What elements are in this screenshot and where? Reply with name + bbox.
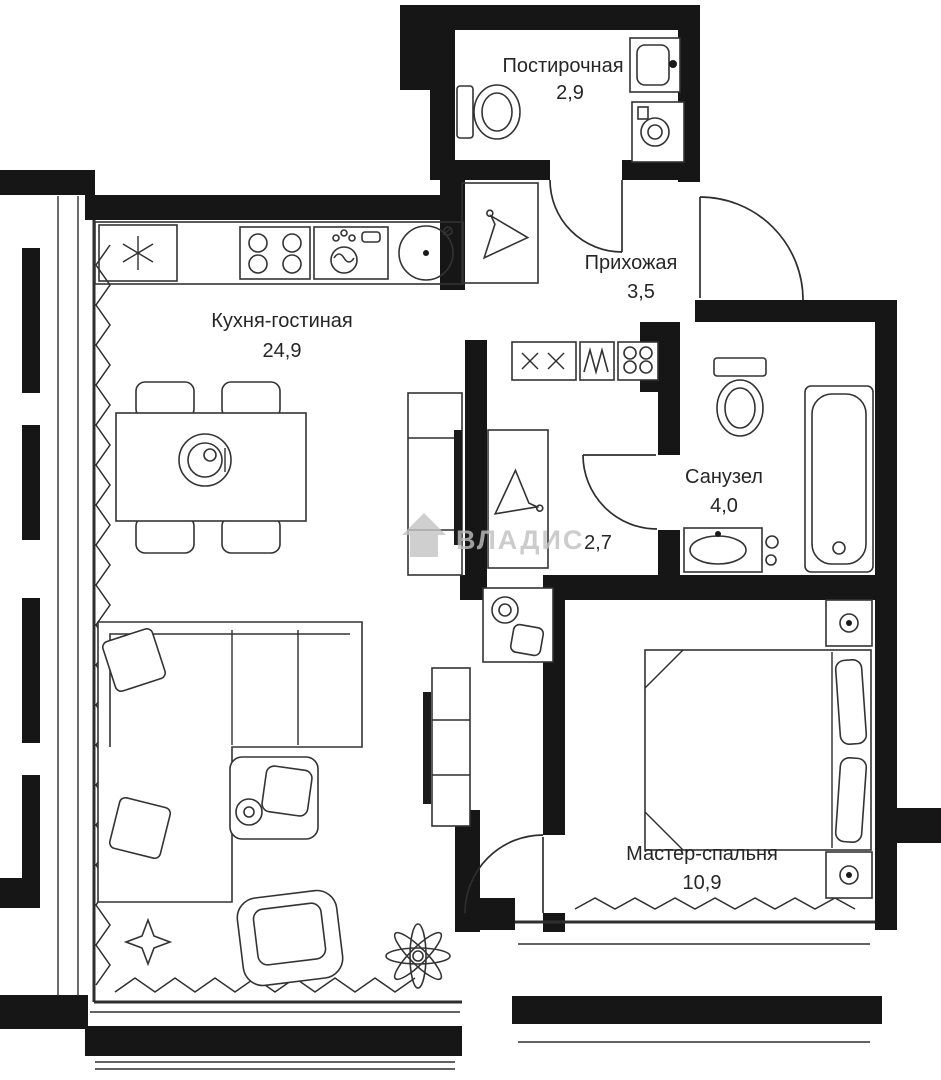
watermark: ВЛАДИС <box>402 513 584 557</box>
fridge-icon <box>98 224 178 282</box>
laundry-room <box>456 37 685 163</box>
corridor-wardrobe <box>487 429 549 569</box>
bathroom-door <box>582 454 658 530</box>
room-area-kitchen-living: 24,9 <box>263 340 302 362</box>
dining-table <box>115 381 307 554</box>
balcony-left <box>57 196 79 996</box>
coffee-table <box>229 756 319 840</box>
pillow <box>108 796 172 860</box>
laundry-door <box>549 179 623 253</box>
toilet-icon <box>713 357 767 437</box>
shoe-cabinet <box>511 341 659 381</box>
tv-screen <box>454 430 462 545</box>
room-label-hallway: Прихожая <box>585 252 678 274</box>
laundry-sink-icon <box>629 37 681 93</box>
washbasin-icon <box>683 527 779 573</box>
plant-icon <box>385 923 451 989</box>
room-label-bathroom: Санузел <box>685 466 763 488</box>
ceiling-light-icon <box>123 917 173 967</box>
watermark-logo-icon <box>402 513 446 557</box>
room-area-laundry: 2,9 <box>556 82 584 104</box>
utility-cabinet <box>482 587 554 663</box>
media-console <box>423 667 471 827</box>
kitchen-counter <box>94 221 464 285</box>
hallway-closet <box>461 182 539 284</box>
bedroom-door <box>464 834 544 914</box>
bathtub-icon <box>804 385 874 573</box>
tv-screen <box>423 692 431 804</box>
sofa <box>97 621 363 903</box>
room-label-laundry: Постирочная <box>502 55 623 77</box>
chair <box>135 516 195 554</box>
room-label-bedroom: Мастер-спальня <box>626 843 778 865</box>
washing-machine-icon <box>631 101 685 163</box>
chair <box>221 516 281 554</box>
room-labels: Постирочная 2,9 Прихожая 3,5 Кухня-гости… <box>211 55 778 894</box>
doors <box>464 179 804 914</box>
bed <box>644 649 872 851</box>
pillow <box>834 659 868 745</box>
watermark-text: ВЛАДИС <box>456 525 584 555</box>
coat-hanger-icon <box>493 468 544 515</box>
bathroom-fixtures <box>683 357 874 573</box>
room-area-corridor: 2,7 <box>584 532 612 554</box>
room-area-hallway: 3,5 <box>627 281 655 303</box>
kitchen-sink-icon <box>313 226 389 280</box>
room-area-bathroom: 4,0 <box>710 495 738 517</box>
nightstand <box>825 599 873 647</box>
toilet-icon <box>456 84 521 140</box>
armchair <box>236 889 344 987</box>
window-walls <box>90 220 875 1070</box>
room-label-kitchen-living: Кухня-гостиная <box>211 310 353 332</box>
round-sink-icon <box>398 225 454 281</box>
room-area-bedroom: 10,9 <box>683 872 722 894</box>
bedroom-furniture <box>644 599 873 899</box>
pillow <box>101 627 167 693</box>
entry-door <box>699 196 804 301</box>
nightstand <box>825 851 873 899</box>
walls <box>0 5 941 1056</box>
stove-icon <box>239 226 311 280</box>
pillow <box>834 757 868 843</box>
coat-hanger-icon <box>482 209 530 260</box>
